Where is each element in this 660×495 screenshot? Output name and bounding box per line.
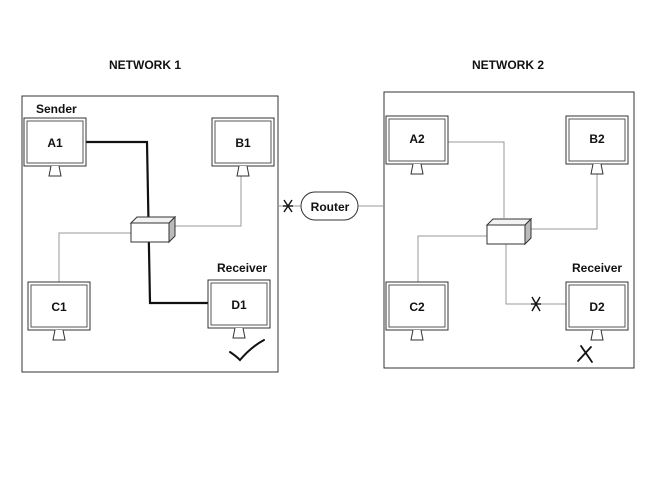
checkmark-icon bbox=[229, 339, 265, 362]
computer-a2-label: A2 bbox=[409, 132, 425, 146]
receiver-label-network-1: Receiver bbox=[217, 261, 267, 275]
break-marker-router bbox=[283, 199, 293, 213]
computer-d2: D2 bbox=[565, 281, 629, 341]
computer-d1-label: D1 bbox=[231, 298, 247, 312]
break-marker-d2 bbox=[531, 296, 541, 312]
computer-d1: D1 bbox=[207, 279, 271, 339]
computer-c1: C1 bbox=[27, 281, 91, 341]
router bbox=[300, 191, 359, 221]
computer-b2-label: B2 bbox=[589, 132, 605, 146]
computer-c2-label: C2 bbox=[409, 300, 425, 314]
network-2-links bbox=[417, 141, 598, 305]
computer-a1: A1 bbox=[23, 117, 87, 177]
router-label: Router bbox=[311, 200, 350, 214]
sender-label: Sender bbox=[36, 102, 77, 116]
network-1-box bbox=[21, 95, 279, 373]
switch-network-1 bbox=[129, 215, 177, 244]
network-2-title: NETWORK 2 bbox=[472, 58, 544, 72]
switch-network-2 bbox=[485, 217, 533, 246]
computer-b1: B1 bbox=[211, 117, 275, 177]
receiver-label-network-2: Receiver bbox=[572, 261, 622, 275]
computer-c1-label: C1 bbox=[51, 300, 67, 314]
computer-a1-label: A1 bbox=[47, 136, 63, 150]
network-2-box bbox=[383, 91, 635, 369]
computer-b2: B2 bbox=[565, 115, 629, 175]
computer-c2: C2 bbox=[385, 281, 449, 341]
computer-a2: A2 bbox=[385, 115, 449, 175]
computer-d2-label: D2 bbox=[589, 300, 605, 314]
computer-b1-label: B1 bbox=[235, 136, 251, 150]
network-1-title: NETWORK 1 bbox=[109, 58, 181, 72]
cross-icon bbox=[577, 345, 593, 363]
network-1-links bbox=[58, 170, 242, 282]
